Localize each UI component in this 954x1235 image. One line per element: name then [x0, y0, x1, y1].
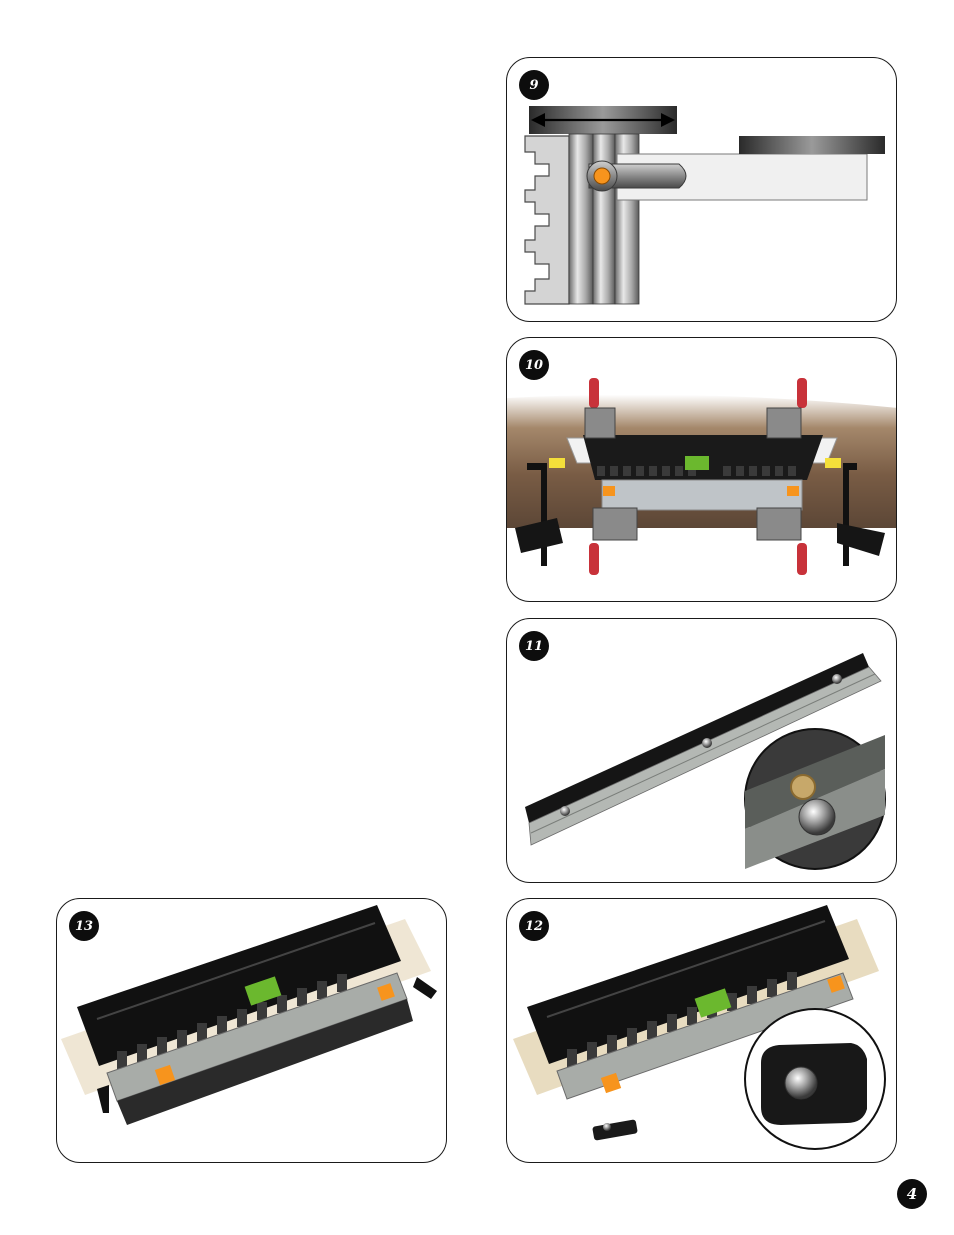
figure-12-panel: 12: [506, 898, 897, 1163]
template-comb: [525, 136, 569, 304]
side-bar: [739, 136, 885, 154]
figure-12-badge: 12: [519, 911, 549, 941]
rail-clamp-diagram: [507, 58, 897, 322]
figure-13-badge: 13: [69, 911, 99, 941]
figure-9-badge: 9: [519, 70, 549, 100]
page-number: 4: [897, 1179, 927, 1209]
jig-on-bench-photo: [507, 338, 897, 602]
brand-logo: [685, 456, 709, 470]
assembled-jig-photo: [57, 899, 447, 1163]
figure-13-panel: 13: [56, 898, 447, 1163]
jig-stop-bracket-photo: [507, 899, 897, 1163]
figure-10-panel: 10: [506, 337, 897, 602]
figure-10-badge: 10: [519, 350, 549, 380]
rail-bolts-photo: [507, 619, 897, 883]
figure-11-panel: 11: [506, 618, 897, 883]
pin-icon: [594, 168, 610, 184]
figure-9-panel: 9: [506, 57, 897, 322]
figure-11-badge: 11: [519, 631, 549, 661]
